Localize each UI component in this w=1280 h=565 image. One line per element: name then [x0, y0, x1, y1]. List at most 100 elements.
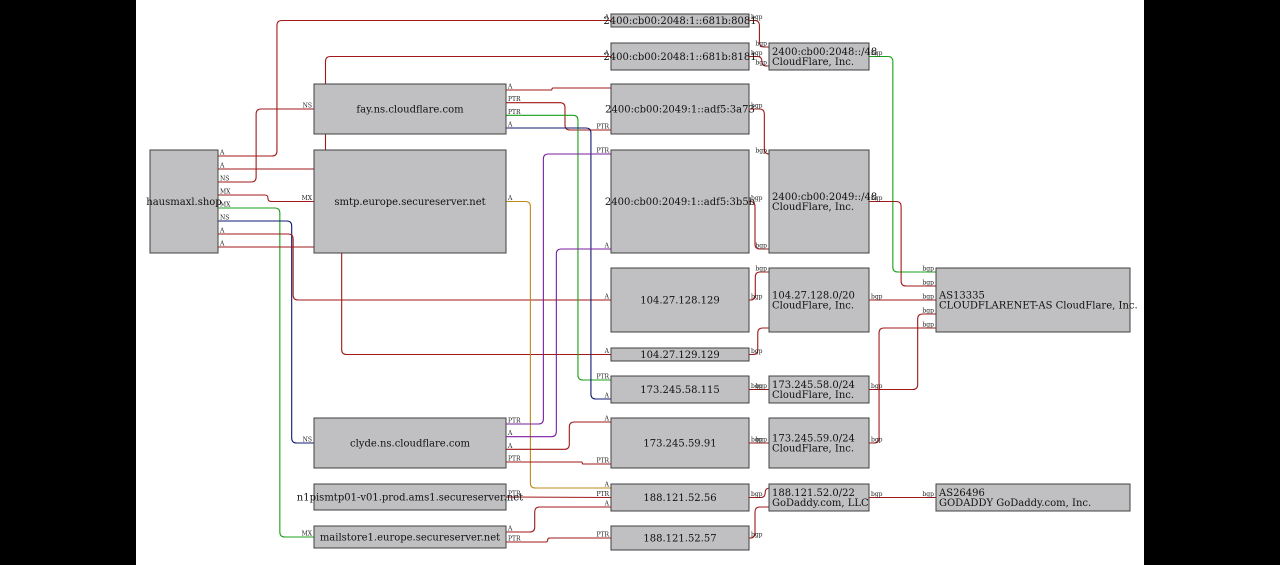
node-label: 2400:cb00:2048:1::681b:8081 — [603, 16, 756, 27]
edge-mailstore-ip4_52_56: AA — [506, 501, 611, 533]
node-clyde[interactable]: clyde.ns.cloudflare.com — [313, 417, 507, 469]
node-box — [768, 417, 870, 469]
node-label: 2400:cb00:2049:1::adf5:3a73 — [605, 105, 755, 116]
node-label: GoDaddy.com, LLC — [772, 498, 869, 509]
node-fay[interactable]: fay.ns.cloudflare.com — [313, 83, 507, 135]
node-ip6_8081[interactable]: 2400:cb00:2048:1::681b:8081 — [603, 13, 757, 28]
edge-ip4_52_57-net_188: bgp — [749, 506, 769, 539]
node-label: hausmaxl.shop — [146, 197, 221, 208]
node-box — [313, 525, 507, 549]
edge-source-label: bgp — [871, 437, 883, 444]
node-label: 2400:cb00:2049::/48 — [772, 192, 877, 203]
node-box — [768, 483, 870, 512]
edge-source-label: A — [507, 443, 513, 450]
edge-line — [749, 19, 769, 48]
edge-line — [506, 87, 611, 91]
edge-target-label: MX — [302, 531, 313, 538]
edge-source-label: bgp — [751, 14, 763, 21]
node-ip4_52_57[interactable]: 188.121.52.57 — [610, 525, 750, 551]
node-box — [610, 267, 750, 333]
edge-clyde-ip4_59_91: AA — [506, 416, 611, 450]
edge-target-label: A — [604, 416, 610, 423]
node-box — [610, 347, 750, 362]
edge-ip6_8081-net_2048: bgp bgp — [749, 14, 769, 48]
node-n1pismtp[interactable]: n1pismtp01-v01.prod.ams1.secureserver.ne… — [297, 483, 523, 511]
node-label: AS13335 — [938, 291, 985, 302]
edge-target-label: bgp — [922, 322, 934, 329]
edge-target-label: A — [604, 393, 610, 400]
node-label: 2400:cb00:2048:1::681b:8181 — [603, 52, 756, 63]
edge-line — [506, 461, 611, 465]
node-label: smtp.europe.secureserver.net — [334, 197, 485, 208]
node-ip4_59_91[interactable]: 173.245.59.91 — [610, 417, 750, 469]
edge-target-label: bgp — [922, 280, 934, 287]
edge-target-label: A — [604, 294, 610, 301]
node-hausmaxl[interactable]: hausmaxl.shop — [146, 149, 222, 254]
edge-line — [869, 327, 936, 444]
node-label: CloudFlare, Inc. — [772, 390, 854, 401]
edge-source-label: bgp — [751, 50, 763, 57]
node-label: 188.121.52.57 — [643, 534, 716, 545]
edge-source-label: bgp — [751, 195, 763, 202]
node-label: 104.27.128.0/20 — [772, 291, 855, 302]
edge-target-label: PTR — [596, 148, 609, 155]
edge-line — [749, 487, 770, 499]
edge-source-label: bgp — [751, 532, 763, 539]
edge-target-label: bgp — [755, 41, 767, 48]
node-label: GODADDY GoDaddy.com, Inc. — [939, 498, 1091, 509]
node-label: 2400:cb00:2048::/48 — [772, 47, 877, 58]
node-ip4_52_56[interactable]: 188.121.52.56 — [610, 483, 750, 512]
node-box — [313, 483, 507, 511]
node-label: 188.121.52.0/22 — [772, 488, 855, 499]
edge-line — [749, 506, 769, 539]
node-ip6_3b5b[interactable]: 2400:cb00:2049:1::adf5:3b5b — [605, 149, 755, 254]
node-box — [610, 149, 750, 254]
node-label: 173.245.58.115 — [640, 385, 720, 396]
edge-target-label: PTR — [596, 124, 609, 131]
edge-source-label: bgp — [751, 491, 763, 498]
edge-source-label: PTR — [508, 418, 521, 425]
edge-target-label: PTR — [596, 374, 609, 381]
node-ip4_58_115[interactable]: 173.245.58.115 — [610, 375, 750, 404]
node-label: CLOUDFLARENET-AS CloudFlare, Inc. — [939, 301, 1138, 312]
edge-line — [218, 108, 314, 183]
node-box — [610, 83, 750, 135]
edge-source-label: A — [219, 163, 225, 170]
edge-line — [749, 200, 769, 250]
edge-line — [506, 248, 611, 438]
node-ip6_8181[interactable]: 2400:cb00:2048:1::681b:8181 — [603, 42, 757, 71]
edge-line — [506, 200, 611, 489]
node-label: 104.27.128.129 — [640, 296, 720, 307]
edge-source-label: A — [507, 84, 513, 91]
edge-target-label: A — [604, 243, 610, 250]
edge-source-label: A — [507, 195, 513, 202]
edge-source-label: NS — [220, 215, 229, 222]
node-smtp[interactable]: smtp.europe.secureserver.net — [313, 149, 507, 254]
edge-source-label: bgp — [871, 50, 883, 57]
node-label: CloudFlare, Inc. — [772, 202, 854, 213]
edge-line — [218, 207, 314, 538]
node-ip4_128_129[interactable]: 104.27.128.129 — [610, 267, 750, 333]
node-label: CloudFlare, Inc. — [772, 57, 854, 68]
edge-source-label: A — [507, 122, 513, 129]
node-ip4_129_129[interactable]: 104.27.129.129 — [610, 347, 750, 362]
edge-source-label: bgp — [751, 294, 763, 301]
node-mailstore[interactable]: mailstore1.europe.secureserver.net — [313, 525, 507, 549]
node-ip6_3a73[interactable]: 2400:cb00:2049:1::adf5:3a73 — [605, 83, 755, 135]
